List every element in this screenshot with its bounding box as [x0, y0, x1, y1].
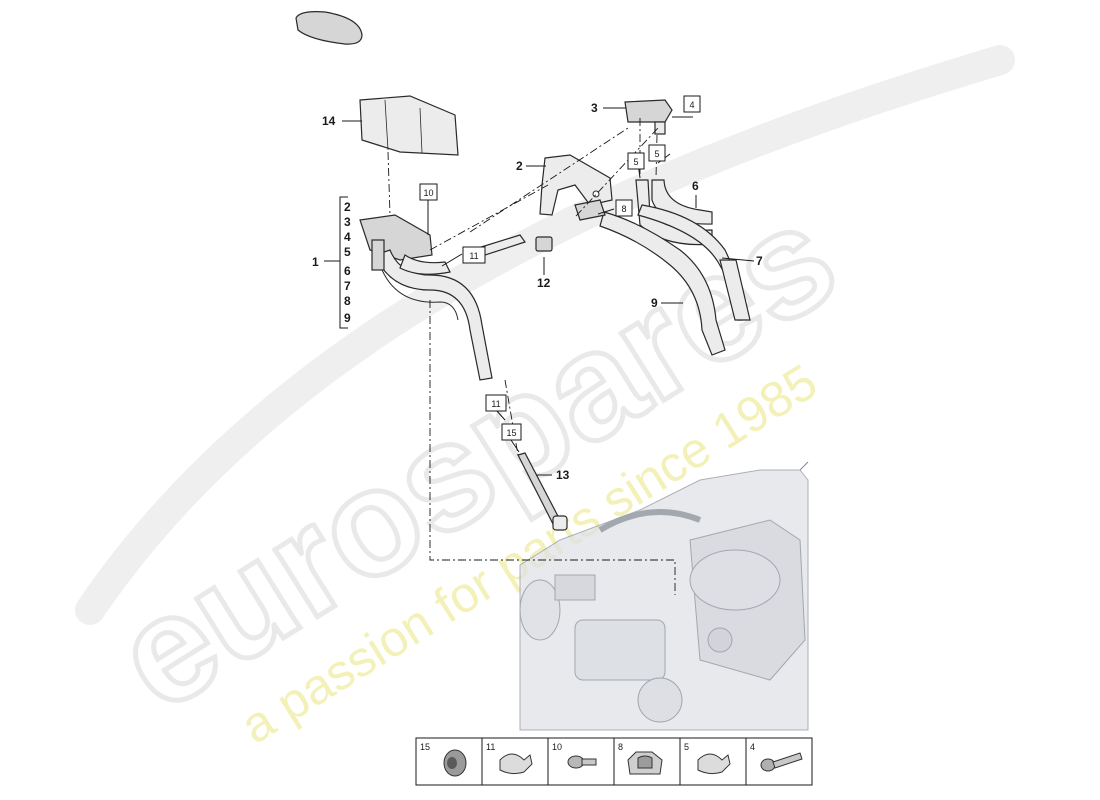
callout-14: 14: [322, 114, 336, 128]
hose-clamp-icon: [499, 753, 533, 775]
group-list: 2 3 4 5 6 7 8 9: [344, 200, 351, 325]
svg-text:10: 10: [423, 188, 433, 198]
boxed-ref-10: 10: [419, 183, 438, 201]
group-item: 9: [344, 311, 351, 325]
svg-text:4: 4: [689, 100, 694, 110]
rubber-grommet-icon: [443, 749, 467, 777]
group-item: 3: [344, 215, 351, 229]
cap-part: [295, 11, 363, 45]
group-item: 7: [344, 279, 351, 293]
svg-text:5: 5: [654, 149, 659, 159]
group-bracket: [324, 196, 348, 329]
legend-number: 8: [618, 742, 623, 752]
legend-number: 15: [420, 742, 430, 752]
boxed-ref-5: 5: [648, 144, 666, 162]
double-clip-icon: [627, 751, 663, 775]
callout-13: 13: [556, 468, 570, 482]
coolant-pipe-assembly: [359, 214, 493, 381]
leader-lines: [342, 107, 755, 476]
legend-number: 11: [486, 742, 495, 752]
group-item: 4: [344, 230, 351, 244]
legend-number: 5: [684, 742, 689, 752]
callout-3: 3: [591, 101, 598, 115]
svg-text:11: 11: [491, 399, 500, 409]
svg-text:5: 5: [633, 157, 638, 167]
group-item: 2: [344, 200, 351, 214]
group-item: 8: [344, 294, 351, 308]
boxed-ref-11: 11: [462, 246, 486, 264]
legend-number: 10: [552, 742, 562, 752]
small-parts-legend: 15 11 10 8 5 4: [415, 737, 813, 786]
callout-6: 6: [692, 179, 699, 193]
boxed-ref-11: 11: [485, 394, 507, 412]
legend-number: 4: [750, 742, 755, 752]
group-item: 6: [344, 264, 351, 278]
boxed-ref-5: 5: [627, 152, 645, 170]
group-item: 5: [344, 245, 351, 259]
boxed-ref-15: 15: [501, 423, 522, 441]
valve-part: [624, 99, 673, 135]
heat-shield-part: [359, 95, 459, 156]
callout-12: 12: [537, 276, 551, 290]
bracket-part: [539, 154, 613, 216]
bolt-icon: [567, 755, 597, 769]
callout-1: 1: [312, 255, 319, 269]
boxed-ref-8: 8: [615, 199, 633, 217]
callout-9: 9: [651, 296, 658, 310]
svg-text:8: 8: [621, 204, 626, 214]
lower-hose-part: [517, 452, 568, 531]
right-hose-assembly: [574, 179, 751, 356]
callout-7: 7: [756, 254, 763, 268]
engine-illustration: [519, 461, 809, 731]
svg-text:11: 11: [469, 251, 478, 261]
svg-text:15: 15: [506, 428, 516, 438]
hose-clamp-icon: [697, 753, 731, 775]
boxed-ref-4: 4: [683, 95, 701, 113]
long-bolt-icon: [760, 752, 803, 772]
callout-2: 2: [516, 159, 523, 173]
